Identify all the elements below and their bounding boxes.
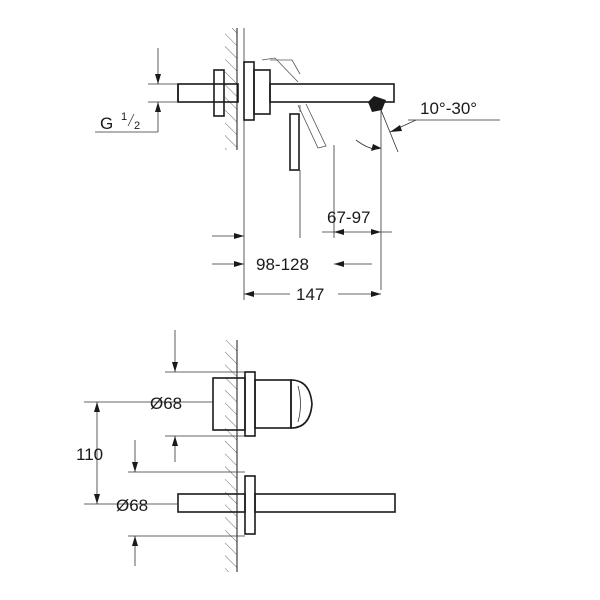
diameter-bottom-label: Ø68 xyxy=(116,496,148,515)
thread-dimension: G 1 2 xyxy=(95,48,178,133)
side-view: G 1 2 10°-30° 67-97 xyxy=(95,28,500,304)
thread-label-main: G xyxy=(100,114,113,133)
dim-98-128: 98-128 xyxy=(212,233,372,274)
dim-67-97: 67-97 xyxy=(299,145,392,238)
thread-label-num: 1 xyxy=(121,111,127,123)
dim-67-97-label: 67-97 xyxy=(327,208,370,227)
front-view: Ø68 110 Ø68 xyxy=(76,330,396,572)
side-lever-housing xyxy=(253,69,271,115)
diameter-top-label: Ø68 xyxy=(150,394,182,413)
diameter-top-dimension: Ø68 xyxy=(84,330,245,462)
side-wall xyxy=(225,28,245,300)
angle-label: 10°-30° xyxy=(420,99,477,118)
dim-98-128-label: 98-128 xyxy=(256,255,309,274)
side-body xyxy=(177,83,239,103)
dim-147-label: 147 xyxy=(296,285,324,304)
center-distance-dimension: 110 xyxy=(76,402,103,504)
side-rosette xyxy=(243,61,255,121)
thread-label-den: 2 xyxy=(134,120,140,132)
diameter-bottom-dimension: Ø68 xyxy=(84,440,245,566)
side-plate xyxy=(213,69,225,117)
front-control xyxy=(212,371,313,437)
front-wall xyxy=(225,340,238,572)
dim-147: 147 xyxy=(244,285,381,304)
front-spout xyxy=(177,475,396,535)
side-lever-ghost xyxy=(261,57,327,149)
side-lever-handle xyxy=(289,113,300,171)
center-distance-label: 110 xyxy=(76,445,103,464)
side-spout xyxy=(269,83,395,112)
angle-dimension: 10°-30° xyxy=(355,99,500,290)
